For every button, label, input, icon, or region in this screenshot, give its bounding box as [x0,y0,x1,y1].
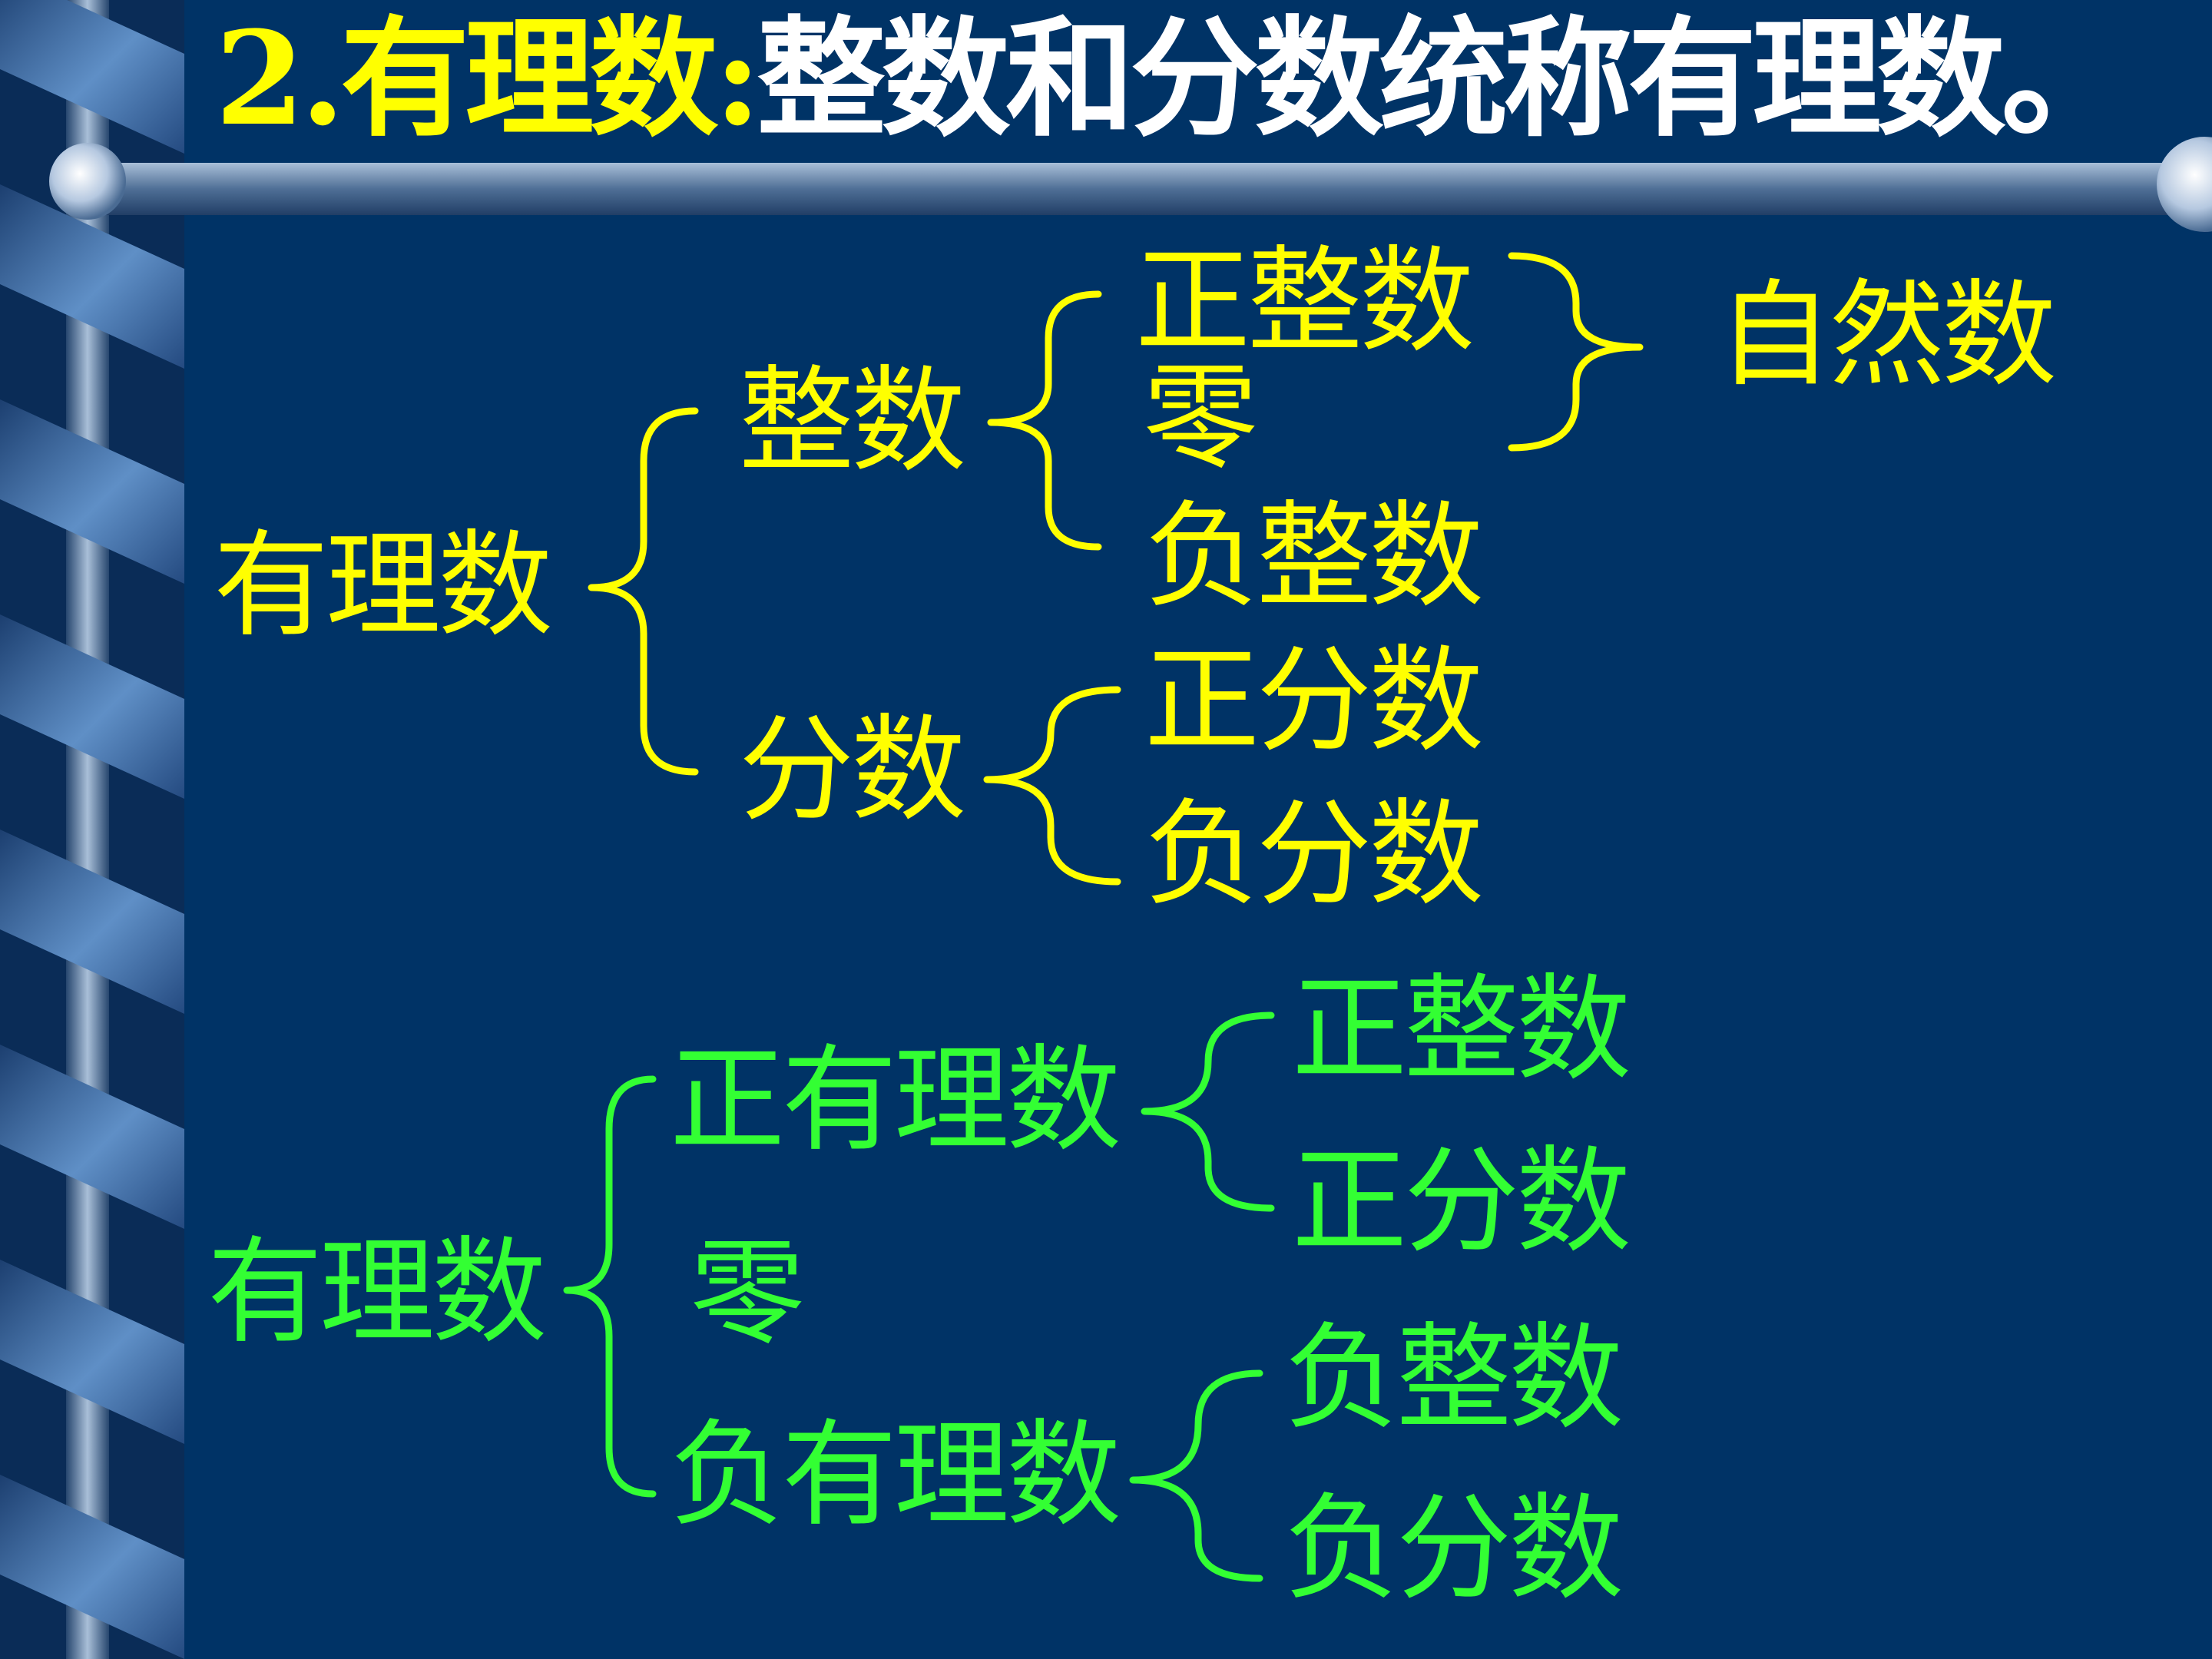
title-bar-right-knob [2157,137,2212,232]
tree1-negative-integer: 负整数 [1144,490,1484,624]
title-text: 整数和分数统称有理数。 [757,2,2130,154]
tree2-positive-integer: 正整数 [1292,963,1631,1097]
tree2-negative-fraction: 负分数 [1284,1482,1624,1616]
bracket-rational-2 [563,1075,657,1498]
bracket-negative-rational [1129,1369,1263,1582]
tree1-positive-fraction: 正分数 [1144,634,1484,768]
tree2-negative-integer: 负整数 [1284,1312,1624,1445]
bracket-rational-1 [588,407,699,776]
tree1-positive-integer: 正整数 [1135,235,1475,369]
tree2-root: 有理数 [207,1226,547,1359]
tree1-natural-number: 自然数 [1717,269,2057,402]
tree2-zero: 零 [690,1227,805,1361]
title-bar [84,163,2212,215]
tree1-fraction: 分数 [739,704,966,837]
tree1-integer: 整数 [739,355,966,488]
tree1-root: 有理数 [214,519,553,653]
bracket-natural [1508,252,1644,452]
tree2-negative-rational: 负有理数 [670,1409,1121,1542]
tree2-positive-fraction: 正分数 [1292,1135,1631,1269]
tree1-negative-fraction: 负分数 [1144,788,1484,922]
ribbon [0,0,184,1659]
bracket-integer [987,290,1102,551]
tree1-zero: 零 [1143,352,1258,485]
title-prefix: 2.有理数: [215,2,761,154]
tree2-positive-rational: 正有理数 [670,1034,1121,1167]
title-bar-left-knob [49,143,126,220]
bracket-fraction [983,686,1121,886]
page-title: 2.有理数:整数和分数统称有理数。 [215,14,2130,143]
bracket-positive-rational [1141,1012,1275,1212]
